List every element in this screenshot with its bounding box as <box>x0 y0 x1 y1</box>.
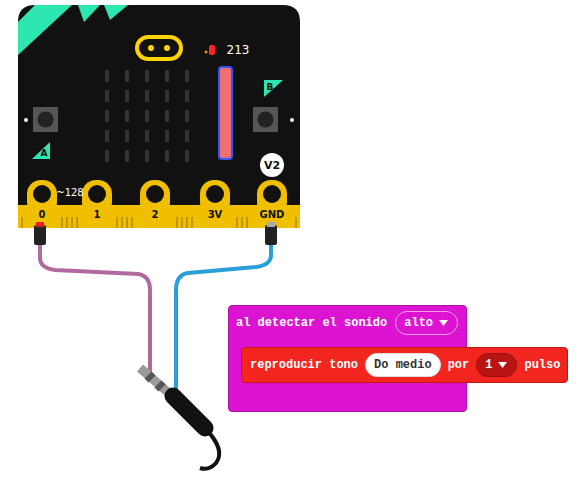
wire-clip <box>34 225 46 245</box>
button-a <box>24 118 28 122</box>
version-badge: V2 <box>264 159 280 172</box>
board-body <box>18 5 300 228</box>
board-decoration <box>104 5 128 20</box>
sound-level: 213 <box>227 43 250 57</box>
pin-value: ~128 <box>56 187 83 198</box>
dropdown-field: alto <box>395 311 458 335</box>
dropdown-arrow <box>498 362 507 368</box>
button-marker <box>32 142 50 159</box>
block-text: reproducir tono <box>250 358 358 372</box>
wire-clip <box>36 222 44 227</box>
touch-logo <box>164 45 170 51</box>
event-block: al detectar el sonido alto reproducir tono… <box>228 305 467 412</box>
button-a <box>33 107 58 132</box>
mic-led <box>205 51 208 54</box>
block-text: 1 <box>485 358 492 372</box>
wire-pin0 <box>40 240 150 372</box>
sound-level-bar <box>219 67 232 159</box>
block-text: Do medio <box>374 358 432 372</box>
button-label: A <box>41 148 48 158</box>
headphone-jack <box>148 375 152 379</box>
mic-led <box>209 45 215 55</box>
wire-clip <box>267 222 275 227</box>
board-decoration <box>78 5 100 22</box>
headphone-jack <box>158 384 162 388</box>
dropdown-arrow <box>439 320 448 326</box>
block-text: pulso <box>524 358 560 372</box>
button-b <box>253 107 278 132</box>
button-label: B <box>267 82 274 92</box>
pin-name: 0 <box>39 209 46 220</box>
dropdown-field: 1 <box>476 353 517 377</box>
note-field: Do medio <box>365 353 441 377</box>
block-text: al detectar el sonido <box>236 316 387 330</box>
pin-name: 1 <box>94 209 101 220</box>
dropdown-arrow <box>439 320 448 326</box>
button-b <box>290 118 294 122</box>
edge-connector <box>22 217 296 228</box>
button-a <box>38 112 54 128</box>
block-text: por <box>448 358 470 372</box>
board-decoration <box>18 5 72 55</box>
statement-block: reproducir tono por pulso Do medio 1 <box>241 347 568 383</box>
led-matrix <box>105 70 189 162</box>
pin-name: 2 <box>152 209 159 220</box>
dropdown-arrow <box>498 362 507 368</box>
headphone-cable <box>200 428 219 469</box>
block-text: alto <box>404 316 433 330</box>
version-badge <box>260 153 284 177</box>
touch-logo <box>137 37 181 59</box>
touch-logo <box>148 45 154 51</box>
button-marker <box>264 80 283 97</box>
pin-name: GND <box>260 209 285 220</box>
headphone-jack <box>173 396 205 428</box>
button-b <box>258 112 274 128</box>
pin-name: 3V <box>208 209 223 220</box>
wire-clip <box>265 225 277 245</box>
headphone-jack <box>140 368 170 394</box>
